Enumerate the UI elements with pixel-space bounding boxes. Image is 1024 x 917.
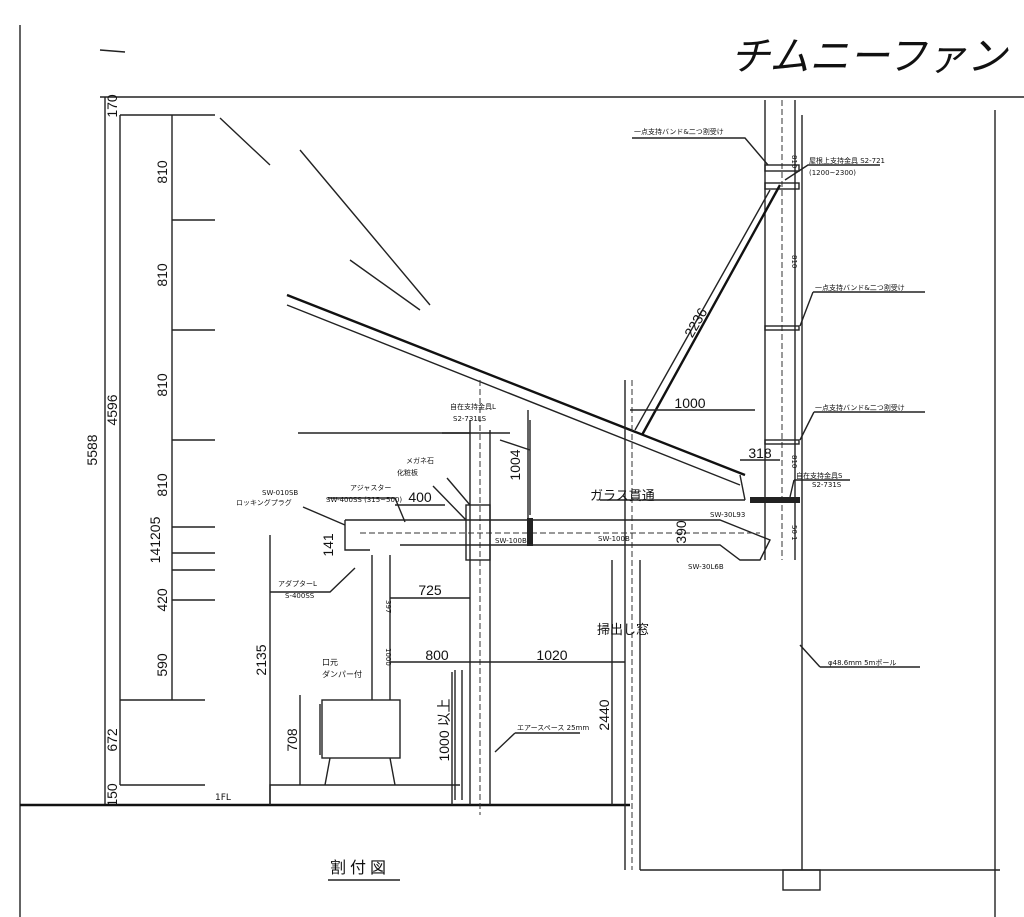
label-band-mid: 一点支持バンド&二つ割受け [815, 283, 905, 292]
dim-1000-min: 1000 以上 [436, 698, 452, 761]
hearth [269, 784, 460, 805]
handwritten-note: チムニーファン [730, 34, 1009, 80]
leader-lines [270, 137, 925, 753]
stove [319, 699, 401, 786]
floor-label: 1FL [215, 793, 231, 803]
label-sw100: SW-100B [598, 535, 630, 543]
dim-brace: 2236 [681, 305, 711, 340]
dim-pipe: 810 [790, 255, 798, 268]
dim-ticks [120, 114, 215, 786]
label-adapter: アダプターL [278, 579, 317, 588]
horizontal-flue [344, 504, 771, 561]
dim-chain: 672 [104, 728, 120, 752]
label-adjuster-code: SW-400SS (315~500) [326, 496, 402, 504]
label-cleanout-window: 掃出し窓 [597, 622, 649, 638]
dim-subtotal: 4596 [104, 394, 120, 425]
label-damper-2: ダンパー付 [322, 669, 362, 679]
dim-2135: 2135 [253, 644, 269, 675]
label-air-space: エアースペース 25mm [517, 724, 589, 732]
label-sw30-top: SW-30L93 [710, 511, 745, 519]
label-sw30-bottom: SW-30L6B [688, 563, 724, 571]
dim-pipe: 397 [384, 600, 392, 613]
label-pole: φ48.6mm 5mポール [828, 659, 896, 667]
dim-318: 318 [748, 445, 772, 461]
label-cosmetic-board: 化粧板 [397, 468, 418, 477]
brace-dim [634, 189, 771, 431]
dim-pipe: 50 1 [790, 525, 798, 541]
label-plug: ロッキングプラグ [236, 498, 292, 507]
label-band-low: 一点支持バンド&二つ割受け [815, 403, 905, 412]
dim-total: 5588 [84, 434, 100, 465]
dim-chain: 590 [154, 653, 170, 677]
label-roof-support: 屋根上支持金具 S2-721 [809, 156, 885, 165]
label-wall-support-l-code: S2-731LS [453, 415, 487, 423]
label-wall-support-s: 自在支持金具S [796, 471, 843, 480]
dim-chain: 810 [154, 263, 170, 287]
dim-1004: 1004 [507, 449, 523, 480]
label-sw100: SW-100B [495, 537, 527, 545]
dimension-lines [269, 409, 780, 805]
dim-708: 708 [284, 728, 300, 752]
label-damper: 口元 [322, 658, 338, 667]
roof [219, 117, 746, 501]
dim-chain: 810 [154, 373, 170, 397]
label-adjuster: アジャスター [350, 483, 391, 492]
dim-pipe: 1000 [384, 648, 392, 666]
dim-chain: 141205 [147, 516, 163, 563]
mark [99, 49, 126, 53]
dim-chain: 170 [104, 94, 120, 118]
dim-chain: 420 [154, 588, 170, 612]
roof-brace [640, 184, 782, 436]
label-glass-pass: ガラス貫通 [590, 489, 655, 504]
label-adapter-code: S-400SS [285, 592, 315, 600]
dim-800: 800 [425, 647, 449, 663]
dim-1020: 1020 [536, 647, 567, 663]
dim-chain: 810 [154, 160, 170, 184]
label-wall-support-l: 自在支持金具L [450, 402, 496, 411]
dim-141: 141 [320, 533, 336, 557]
label-plug-code: SW-010SB [262, 489, 298, 497]
dim-390: 390 [673, 520, 689, 544]
dim-725: 725 [418, 582, 442, 598]
chimney-pipe [750, 100, 821, 891]
label-band-top: 一点支持バンド&二つ割受け [634, 127, 724, 136]
label-wall-support-s-code: S2-731S [812, 481, 842, 489]
dim-400: 400 [408, 489, 432, 505]
dim-pipe: 810 [790, 155, 798, 168]
label-megane: メガネ石 [406, 456, 434, 465]
dim-pipe: 810 [790, 455, 798, 468]
drawing-title: 割付図 [330, 858, 390, 877]
dim-chain: 810 [154, 473, 170, 497]
stove-pipe [371, 555, 391, 700]
dim-2440: 2440 [596, 699, 612, 730]
label-roof-support-range: (1200~2300) [809, 169, 856, 177]
dim-chain: 150 [104, 783, 120, 807]
dim-1000: 1000 [674, 395, 705, 411]
